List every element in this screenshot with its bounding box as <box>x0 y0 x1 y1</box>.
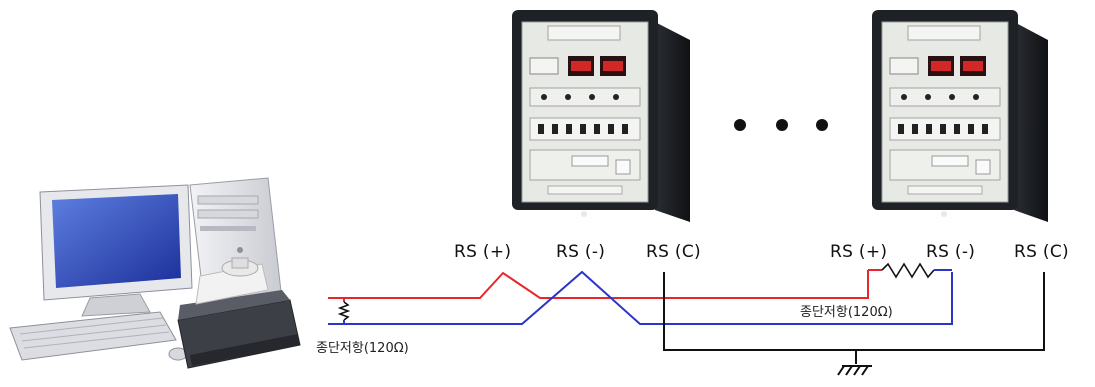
terminal-label-right-common: RS (C) <box>1014 242 1069 262</box>
ground-icon <box>837 350 872 376</box>
resistor-icon <box>337 298 351 324</box>
rs-plus-line <box>328 270 869 299</box>
printer-icon <box>177 257 301 369</box>
terminal-label-right-minus: RS (-) <box>926 242 976 262</box>
rs-common-line <box>663 272 1045 351</box>
ellipsis-dots-icon <box>734 119 828 131</box>
terminal-label-left-common: RS (C) <box>646 242 701 262</box>
rs-minus-line <box>328 270 953 325</box>
protection-relay-icon <box>512 10 690 222</box>
terminal-label-right-plus: RS (+) <box>830 242 888 262</box>
termination-label-device-side: 종단저항(120Ω) <box>800 305 893 320</box>
termination-label-pc-side: 종단저항(120Ω) <box>316 341 409 356</box>
protection-relay-icon <box>872 10 1048 222</box>
terminal-label-left-minus: RS (-) <box>556 242 606 262</box>
terminal-label-left-plus: RS (+) <box>454 242 512 262</box>
resistor-icon <box>868 262 952 279</box>
